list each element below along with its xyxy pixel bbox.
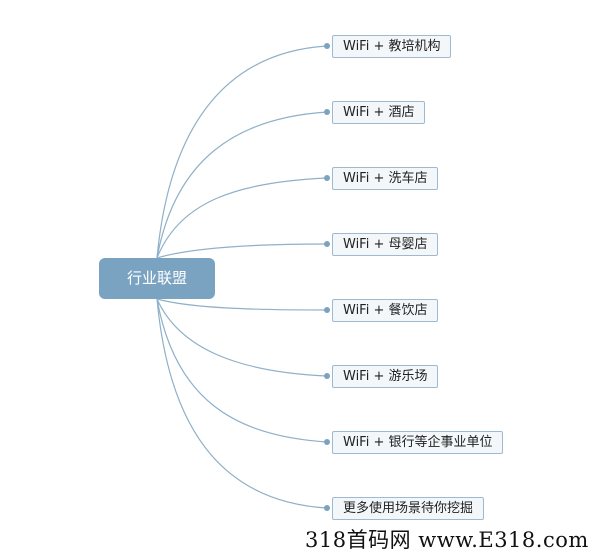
branch-node-2[interactable]: WiFi + 酒店 <box>332 101 426 124</box>
branch-node-8[interactable]: 更多使用场景待你挖掘 <box>332 497 485 520</box>
connector-6 <box>156 298 328 377</box>
branch-node-5[interactable]: WiFi + 餐饮店 <box>332 299 439 322</box>
connector-dot-7 <box>324 439 330 445</box>
branch-node-4[interactable]: WiFi + 母婴店 <box>332 233 439 256</box>
connector-dot-4 <box>324 241 330 247</box>
root-node[interactable]: 行业联盟 <box>99 258 215 299</box>
branch-node-7[interactable]: WiFi + 银行等企事业单位 <box>332 431 504 454</box>
connector-5 <box>156 298 328 311</box>
connector-dot-5 <box>324 307 330 313</box>
branch-node-3[interactable]: WiFi + 洗车店 <box>332 167 439 190</box>
connector-2 <box>156 111 328 259</box>
branch-node-6[interactable]: WiFi + 游乐场 <box>332 365 439 388</box>
connector-dot-8 <box>324 505 330 511</box>
connector-7 <box>156 298 328 443</box>
connector-8 <box>156 298 328 509</box>
connector-3 <box>156 177 328 259</box>
connector-4 <box>156 243 328 259</box>
connector-dot-6 <box>324 373 330 379</box>
watermark-text: 318首码网 www.E318.com <box>305 528 589 552</box>
branch-node-1[interactable]: WiFi + 教培机构 <box>332 35 452 58</box>
connector-dot-2 <box>324 109 330 115</box>
connector-dot-3 <box>324 175 330 181</box>
connector-dot-1 <box>324 43 330 49</box>
connector-1 <box>156 45 328 259</box>
